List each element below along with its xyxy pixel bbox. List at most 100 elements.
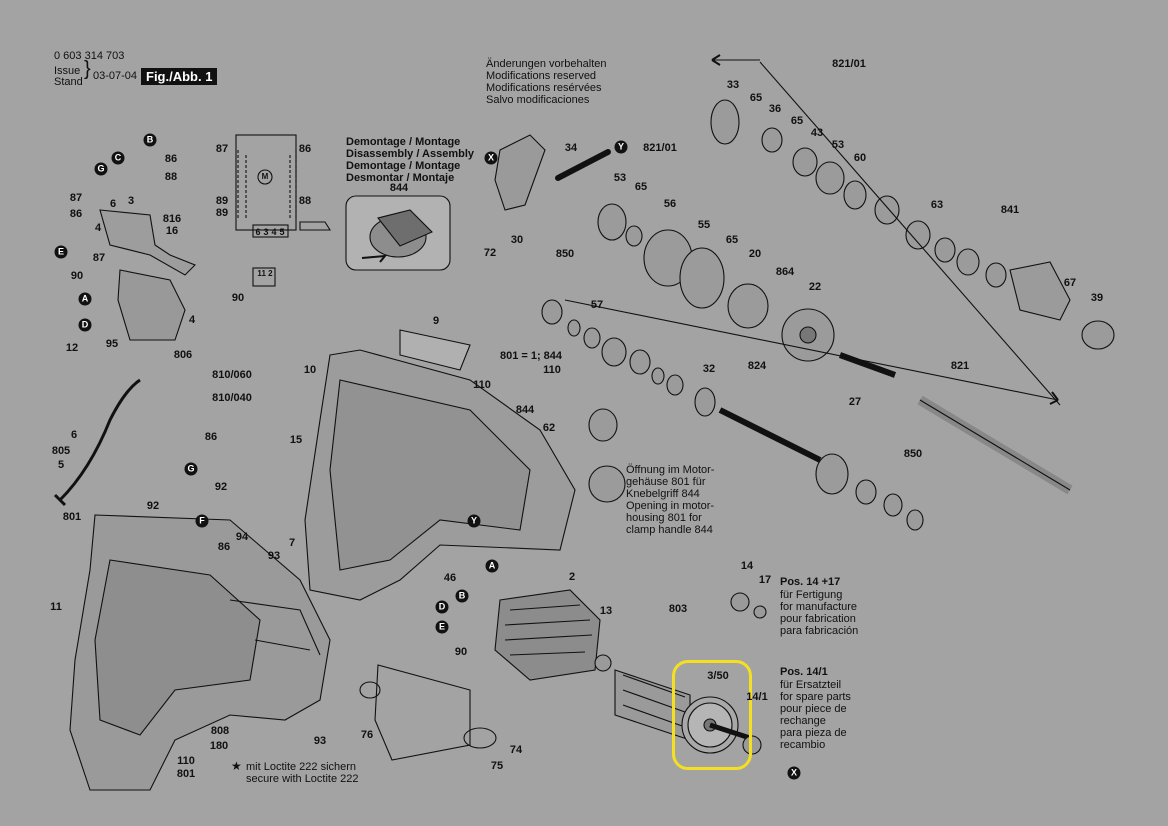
pos14-17-line: für Fertigung	[780, 589, 843, 601]
part-label: 4	[188, 314, 196, 326]
callout-g: G	[94, 162, 108, 176]
part-label: 92	[214, 481, 228, 493]
part-label: 88	[164, 171, 178, 183]
part-label: 86	[204, 431, 218, 443]
part-label: 87	[92, 252, 106, 264]
part-label: 13	[599, 605, 613, 617]
callout-b: B	[143, 133, 157, 147]
part-label: 87	[69, 192, 83, 204]
part-label: 824	[747, 360, 767, 372]
issue-label: Issue	[54, 65, 81, 77]
callout-b: B	[455, 589, 469, 603]
part-label: 65	[634, 181, 648, 193]
part-label: 808	[210, 725, 230, 737]
callout-g: G	[184, 462, 198, 476]
part-label: 67	[1063, 277, 1077, 289]
part-label: 89	[215, 195, 229, 207]
loctite-line: secure with Loctite 222	[246, 773, 359, 785]
part-label: 14/1	[746, 691, 768, 703]
part-label: 53	[831, 139, 845, 151]
pos14-1-line: para pieza de	[780, 727, 847, 739]
part-label: 3	[127, 195, 135, 207]
part-label: 57	[590, 299, 604, 311]
part-label: 6	[70, 429, 78, 441]
part-label: 86	[69, 208, 83, 220]
part-label: 76	[360, 729, 374, 741]
part-label: 93	[267, 550, 281, 562]
pos14-1-line: pour piece de	[780, 703, 847, 715]
part-label: 16	[165, 225, 179, 237]
part-label: 12	[65, 342, 79, 354]
callout-f: F	[195, 514, 209, 528]
pos14-1-line: recambio	[780, 739, 826, 751]
opening-note-line: Knebelgriff 844	[626, 488, 700, 500]
part-label: 95	[105, 338, 119, 350]
part-label: 844	[389, 182, 409, 194]
part-label: 805	[51, 445, 71, 457]
pos14-1-line: für Ersatzteil	[780, 679, 842, 691]
part-label: 39	[1090, 292, 1104, 304]
part-label: 9	[432, 315, 440, 327]
wiring-label: 3	[263, 227, 269, 237]
callout-a: A	[485, 559, 499, 573]
pos14-17-line: pour fabrication	[780, 613, 856, 625]
callout-d: D	[435, 600, 449, 614]
part-label: 850	[903, 448, 923, 460]
part-label: 33	[726, 79, 740, 91]
opening-note-line: clamp handle 844	[626, 524, 713, 536]
demontage-line: Demontage / Montage	[346, 136, 461, 148]
part-label: 65	[749, 92, 763, 104]
part-label: 72	[483, 247, 497, 259]
pos14-17-line: para fabricación	[780, 625, 859, 637]
part-label: 110	[543, 364, 561, 376]
part-label: 90	[454, 646, 468, 658]
part-label: 803	[668, 603, 688, 615]
part-label: 27	[848, 396, 862, 408]
part-label: 110	[473, 379, 491, 391]
part-label: 7	[288, 537, 296, 549]
issue-date: 03-07-04	[93, 70, 138, 82]
part-label: 4	[94, 222, 102, 234]
part-label: 63	[930, 199, 944, 211]
part-label: 14	[740, 560, 754, 572]
part-label: 810/040	[212, 392, 252, 404]
demontage-line: Desmontar / Montaje	[346, 172, 455, 184]
part-label: 15	[289, 434, 303, 446]
demontage-line: Demontage / Montage	[346, 160, 461, 172]
callout-e: E	[54, 245, 68, 259]
part-label: 821	[950, 360, 970, 372]
wiring-label: 4	[271, 227, 277, 237]
pos14-1-line: rechange	[780, 715, 826, 727]
part-label: 65	[725, 234, 739, 246]
figure-label: Fig./Abb. 1	[141, 68, 218, 85]
part-label: 844	[515, 404, 535, 416]
part-label: 801	[62, 511, 82, 523]
callout-y: Y	[614, 140, 628, 154]
opening-note-line: Öffnung im Motor-	[626, 464, 715, 476]
part-label: 88	[298, 195, 312, 207]
part-label: 53	[613, 172, 627, 184]
callout-d: D	[78, 318, 92, 332]
callout-y: Y	[467, 514, 481, 528]
part-label: 801 = 1; 844	[499, 350, 563, 362]
pos14-1-line: for spare parts	[780, 691, 851, 703]
opening-note-line: Opening in motor-	[626, 500, 715, 512]
part-label: 86	[217, 541, 231, 553]
part-label: 841	[1000, 204, 1020, 216]
wiring-label: 5	[279, 227, 285, 237]
callout-c: C	[111, 151, 125, 165]
demontage-line: Disassembly / Assembly	[346, 148, 474, 160]
part-label: 92	[146, 500, 160, 512]
notice-line: Modifications resérvées	[486, 82, 602, 94]
opening-note-line: gehäuse 801 für	[626, 476, 706, 488]
part-label: 75	[490, 760, 504, 772]
part-label: 60	[853, 152, 867, 164]
opening-note-line: housing 801 for	[626, 512, 702, 524]
part-label: 94	[235, 531, 249, 543]
part-label: 43	[810, 127, 824, 139]
part-label: 46	[443, 572, 457, 584]
part-label: 10	[303, 364, 317, 376]
part-label: 56	[663, 198, 677, 210]
